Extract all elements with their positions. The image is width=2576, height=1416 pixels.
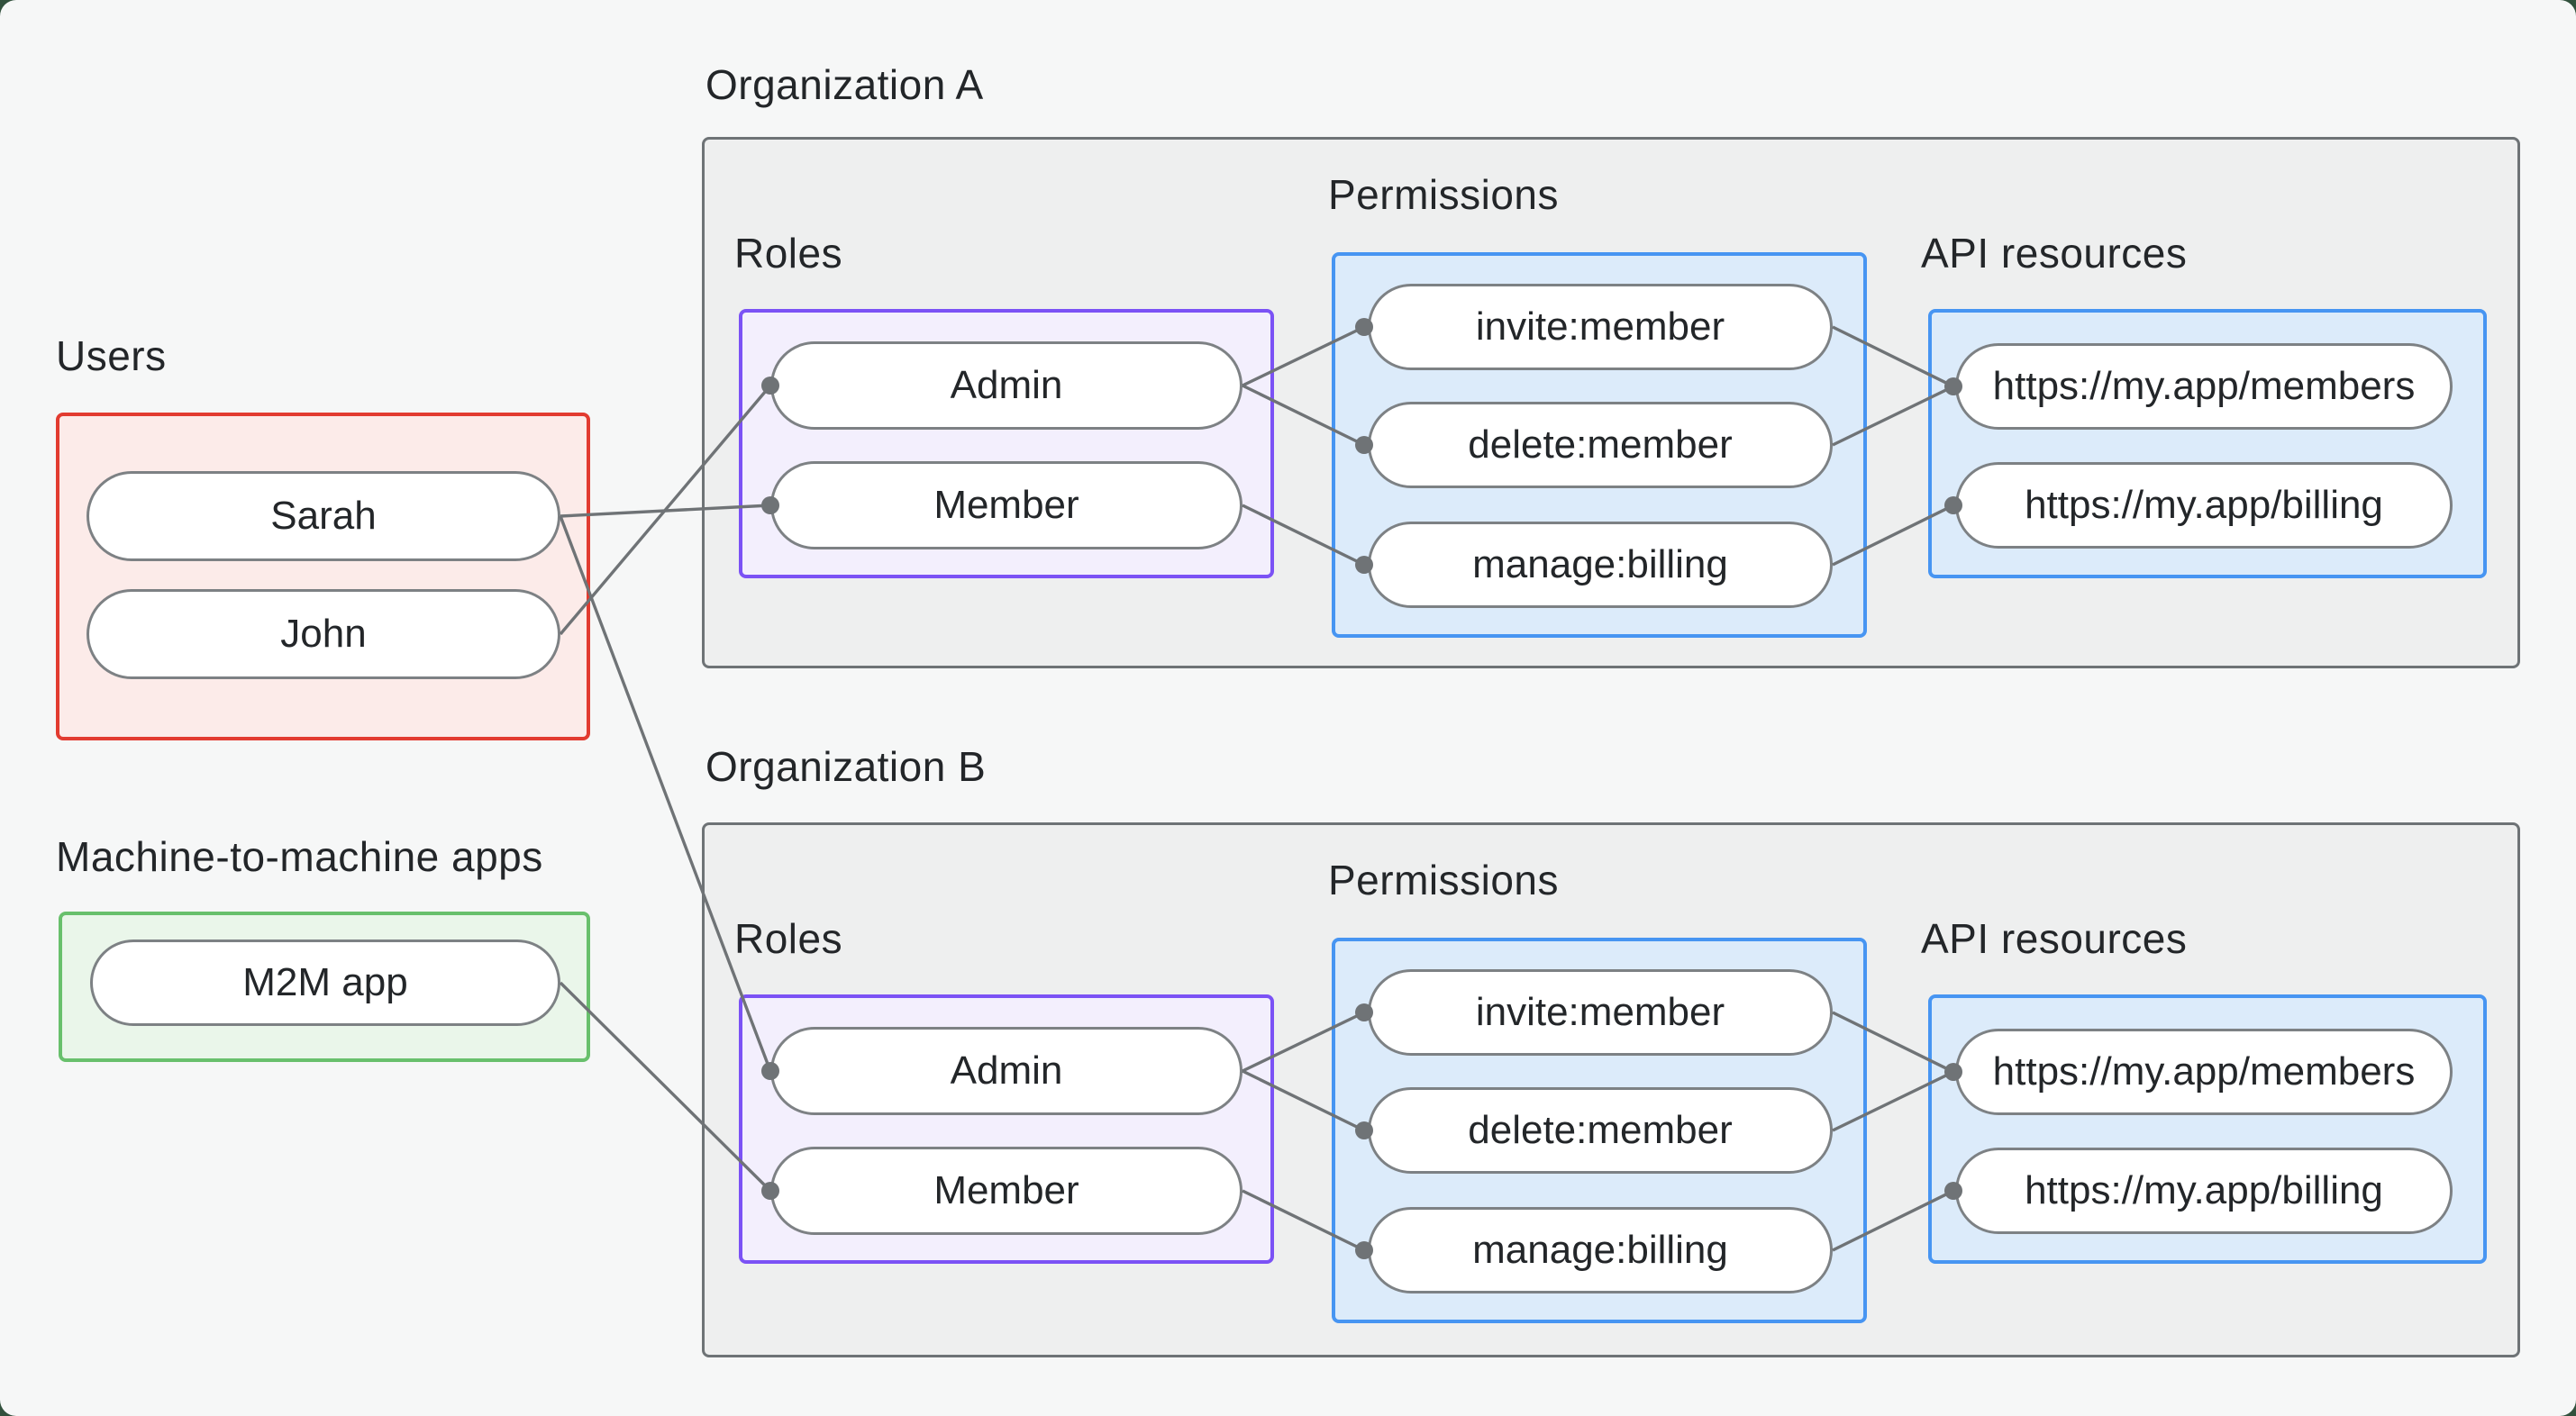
- org-a-api-billing: https://my.app/billing: [1955, 462, 2453, 549]
- org-b-title: Organization B: [705, 743, 987, 790]
- org-b-permission-invite: invite:member: [1368, 969, 1833, 1056]
- org-a-permissions-label: Permissions: [1328, 171, 1560, 218]
- org-b-api-label: API resources: [1921, 915, 2188, 962]
- users-group-box: [56, 413, 590, 740]
- org-b-role-admin: Admin: [770, 1027, 1242, 1115]
- org-b-roles-label: Roles: [734, 915, 843, 962]
- org-b-api-members: https://my.app/members: [1955, 1029, 2453, 1115]
- users-group-label: Users: [56, 332, 167, 379]
- org-a-role-member: Member: [770, 461, 1242, 549]
- m2m-node: M2M app: [90, 939, 560, 1026]
- org-a-permission-invite: invite:member: [1368, 284, 1833, 370]
- org-b-permission-manage: manage:billing: [1368, 1207, 1833, 1293]
- org-b-permissions-label: Permissions: [1328, 857, 1560, 903]
- org-a-api-label: API resources: [1921, 230, 2188, 277]
- org-a-api-members: https://my.app/members: [1955, 343, 2453, 430]
- org-a-permission-manage: manage:billing: [1368, 522, 1833, 608]
- user-node-john: John: [86, 589, 560, 679]
- org-a-role-admin: Admin: [770, 341, 1242, 430]
- org-a-roles-label: Roles: [734, 230, 843, 277]
- org-a-title: Organization A: [705, 61, 984, 108]
- org-a-permission-delete: delete:member: [1368, 402, 1833, 488]
- user-node-sarah: Sarah: [86, 471, 560, 561]
- m2m-group-label: Machine-to-machine apps: [56, 833, 543, 880]
- org-b-permission-delete: delete:member: [1368, 1087, 1833, 1174]
- org-b-role-member: Member: [770, 1147, 1242, 1235]
- org-b-api-billing: https://my.app/billing: [1955, 1148, 2453, 1234]
